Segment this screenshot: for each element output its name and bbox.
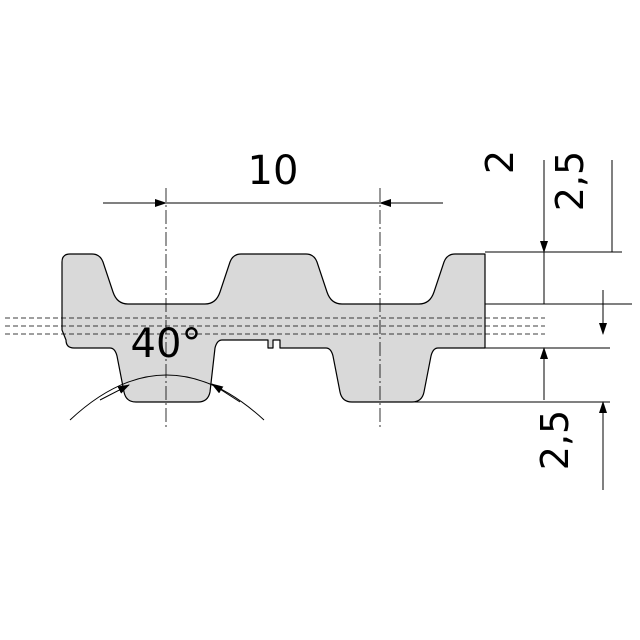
upper-total-dimension: [599, 160, 613, 335]
upper-tooth-label: 2: [478, 150, 522, 174]
belt-profile: [61, 253, 486, 403]
lower-tooth-label: 2,5: [533, 410, 577, 470]
pitch-label: 10: [248, 148, 299, 194]
upper-total-label: 2,5: [548, 151, 592, 211]
angle-label: 40°: [131, 321, 202, 367]
angle-arc: [69, 374, 265, 421]
tooth-centerlines: [165, 188, 381, 428]
pitch-lines: [5, 317, 545, 335]
